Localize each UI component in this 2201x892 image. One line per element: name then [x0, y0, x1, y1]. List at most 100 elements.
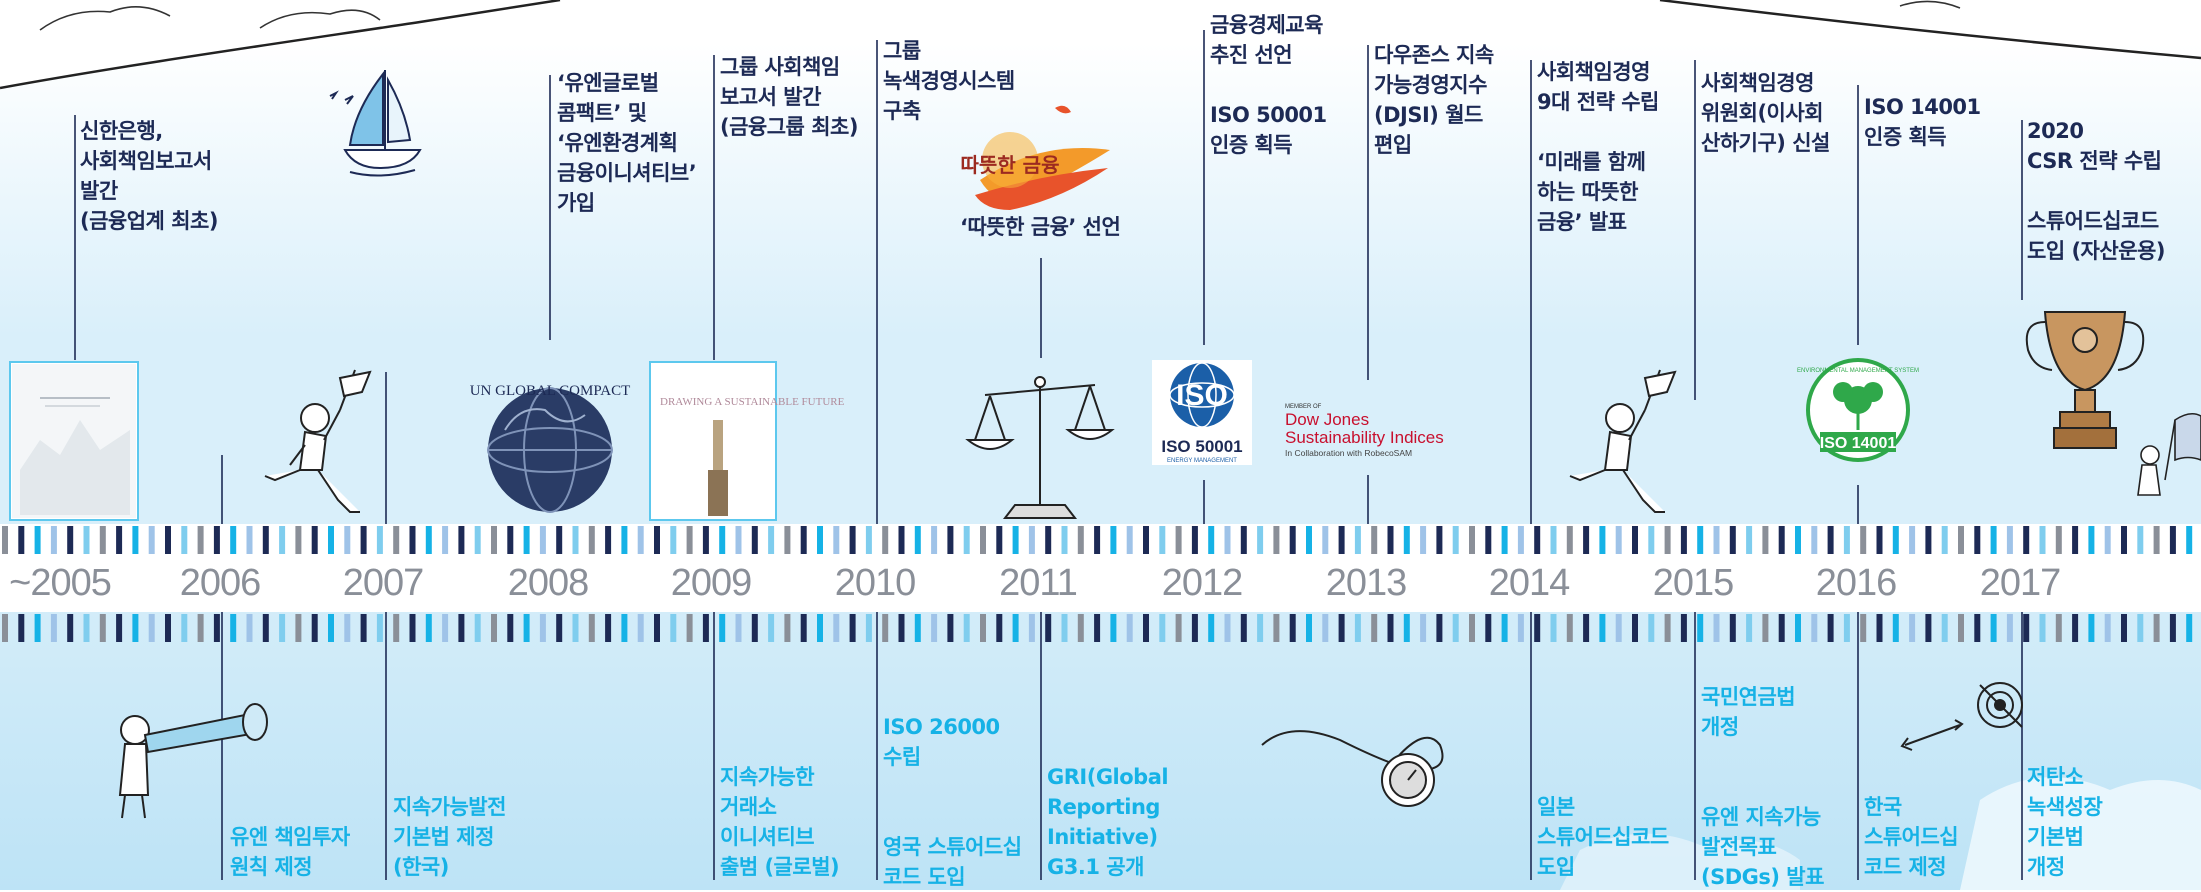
tick-mark — [2153, 526, 2160, 554]
tick-mark — [686, 614, 693, 642]
tick-mark — [849, 526, 856, 554]
tick-mark — [2088, 526, 2095, 554]
iso50001-logo: ISO ISO 50001 ENERGY MANAGEMENT — [1152, 360, 1252, 465]
tick-mark — [1126, 526, 1133, 554]
tick-mark — [637, 614, 644, 642]
tick-mark — [1175, 526, 1182, 554]
tick-mark — [1909, 614, 1916, 642]
tick-mark — [1811, 526, 1818, 554]
tick-mark — [1191, 614, 1198, 642]
tick-mark — [181, 526, 188, 554]
tick-mark — [686, 526, 693, 554]
tick-mark — [1746, 614, 1753, 642]
tick-mark — [833, 526, 840, 554]
tick-mark — [1860, 526, 1867, 554]
tick-mark — [719, 614, 726, 642]
event-label-b2010: ISO 26000 수립 영국 스튜어드십 코드 도입 — [883, 715, 1022, 889]
tick-mark — [1990, 526, 1997, 554]
tick-mark — [1143, 526, 1149, 554]
tick-mark — [279, 614, 286, 642]
tick-mark — [1012, 526, 1019, 554]
event-label-2015: 사회책임경영 위원회(이사회 산하기구) 신설 — [1701, 71, 1830, 155]
tick-mark — [1208, 526, 1215, 554]
tick-mark — [67, 614, 74, 642]
tick-mark — [1909, 526, 1916, 554]
tick-mark — [1322, 526, 1329, 554]
tick-mark — [1827, 614, 1834, 642]
tick-mark — [1257, 526, 1264, 554]
tick-mark — [311, 526, 318, 554]
sailboat-icon — [329, 70, 422, 177]
tick-mark — [1680, 614, 1687, 642]
tick-mark — [491, 614, 497, 642]
tick-mark — [1876, 614, 1883, 642]
tick-mark — [83, 526, 90, 554]
tick-mark — [1958, 614, 1964, 642]
tick-mark — [621, 614, 628, 642]
tick-mark — [458, 526, 465, 554]
tick-mark — [1354, 526, 1361, 554]
tick-mark — [735, 614, 742, 642]
tick-mark — [539, 526, 546, 554]
tick-row-bottom — [2, 614, 2193, 642]
tick-mark — [311, 614, 318, 642]
event-label-b2014: 일본 스튜어드십코드 도입 — [1537, 795, 1669, 879]
tick-mark — [344, 526, 351, 554]
tick-mark — [1420, 526, 1427, 554]
girl-with-flag-icon — [2137, 412, 2201, 496]
tick-mark — [2039, 614, 2046, 642]
tick-mark — [1028, 614, 1035, 642]
tick-mark — [1191, 526, 1198, 554]
ungc-label: UN GLOBAL COMPACT — [470, 383, 631, 399]
tick-mark — [849, 614, 856, 642]
iso14001-label: ISO 14001 — [1820, 435, 1897, 452]
tick-mark — [2169, 614, 2176, 642]
year-label: 2008 — [507, 562, 590, 604]
tick-mark — [996, 614, 1003, 642]
tick-mark — [1469, 614, 1475, 642]
tick-mark — [931, 614, 938, 642]
iso14001-ring: ENVIRONMENTAL MANAGEMENT SYSTEM — [1797, 368, 1919, 374]
tick-mark — [898, 614, 905, 642]
tick-mark — [230, 526, 237, 554]
tick-mark — [1322, 614, 1329, 642]
tick-mark — [556, 614, 563, 642]
tick-mark — [1371, 526, 1378, 554]
tick-mark — [1452, 614, 1459, 642]
tick-mark — [1469, 526, 1475, 554]
tick-mark — [2072, 614, 2079, 642]
event-label-b2017: 저탄소 녹색성장 기본법 개정 — [2027, 765, 2103, 879]
tick-mark — [996, 526, 1003, 554]
tick-mark — [654, 614, 660, 642]
tick-mark — [1583, 614, 1590, 642]
tick-mark — [344, 614, 351, 642]
tick-mark — [474, 526, 481, 554]
tick-mark — [295, 526, 302, 554]
tick-mark — [116, 614, 123, 642]
year-label: 2009 — [670, 562, 753, 604]
event-label-b2016: 한국 스튜어드십 코드 제정 — [1864, 795, 1959, 879]
tick-mark — [1892, 614, 1899, 642]
tick-mark — [719, 526, 726, 554]
tick-mark — [442, 526, 449, 554]
tick-mark — [882, 526, 889, 554]
report-cover-2005 — [9, 361, 139, 521]
tick-mark — [2137, 526, 2144, 554]
tick-mark — [2006, 526, 2013, 554]
tick-mark — [1143, 614, 1149, 642]
event-label-2011: ‘따뜻한 금융’ 선언 — [960, 215, 1121, 239]
tick-mark — [1713, 614, 1720, 642]
event-label-b2006: 유엔 책임투자 원칙 제정 — [230, 825, 350, 879]
tick-mark — [1436, 526, 1443, 554]
tick-mark — [1354, 614, 1361, 642]
tick-mark — [523, 526, 530, 554]
tick-mark — [1077, 614, 1084, 642]
tick-mark — [1403, 614, 1410, 642]
tick-mark — [148, 614, 155, 642]
tick-mark — [1680, 526, 1687, 554]
event-label-2014: 사회책임경영 9대 전략 수립 ‘미래를 함께 하는 따뜻한 금융’ 발표 — [1537, 60, 1659, 234]
tick-mark — [246, 614, 253, 642]
event-label-2008: ‘유엔글로벌 콤팩트’ 및 ‘유엔환경계획 금융이니셔티브’ 가입 — [557, 71, 697, 215]
tick-mark — [34, 614, 41, 642]
tick-mark — [2088, 614, 2095, 642]
